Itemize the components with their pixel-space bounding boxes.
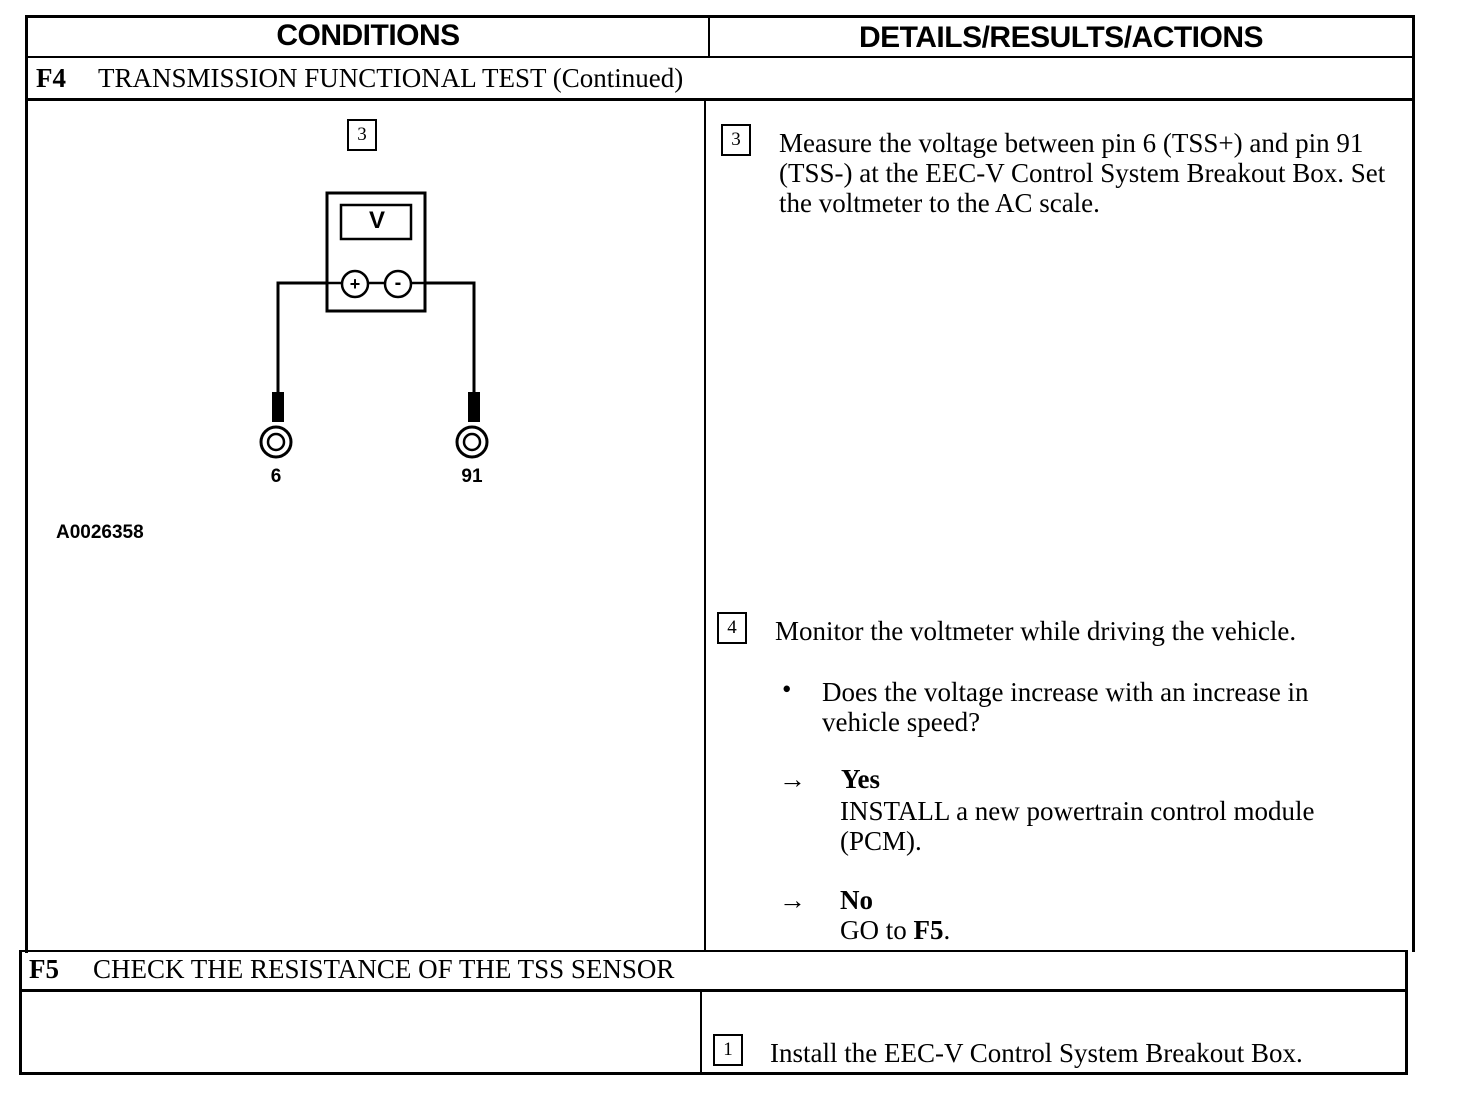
step-1-text: Install the EEC-V Control System Breakou… bbox=[770, 1038, 1303, 1068]
pin-91-label: 91 bbox=[461, 466, 483, 487]
figure-id: A0026358 bbox=[56, 522, 144, 543]
column-divider-f5 bbox=[700, 989, 702, 1075]
yes-label: Yes bbox=[841, 764, 880, 794]
probe-tip-right bbox=[468, 392, 480, 422]
table-bottom-border bbox=[19, 1072, 1407, 1075]
details-header: DETAILS/RESULTS/ACTIONS bbox=[858, 21, 1264, 54]
minus-jack bbox=[383, 269, 413, 299]
lead-wire-positive bbox=[276, 281, 327, 395]
section-f4-title-row: F4 TRANSMISSION FUNCTIONAL TEST (Continue… bbox=[36, 60, 683, 96]
plus-jack bbox=[340, 269, 370, 299]
no-label: No bbox=[840, 885, 873, 915]
section-f5-title-row: F5 CHECK THE RESISTANCE OF THE TSS SENSOR bbox=[29, 951, 674, 987]
pin-6-label: 6 bbox=[270, 466, 282, 487]
pin-terminal-left-inner bbox=[266, 432, 286, 452]
pin-terminal-right-inner bbox=[462, 432, 482, 452]
minus-symbol: - bbox=[394, 272, 402, 294]
f5-title-divider bbox=[20, 989, 1408, 992]
voltmeter-diagram bbox=[259, 191, 489, 459]
table-left-border-lower bbox=[19, 950, 22, 1075]
step-4-number: 4 bbox=[717, 612, 747, 644]
yes-arrow: → bbox=[779, 764, 806, 794]
yes-action: INSTALL a new powertrain control module … bbox=[840, 796, 1315, 856]
table-left-border bbox=[25, 15, 28, 953]
f4-title-divider bbox=[26, 98, 1414, 101]
column-divider-header bbox=[708, 15, 710, 58]
f5-top-divider bbox=[21, 950, 1408, 952]
no-action-suffix: . bbox=[943, 915, 951, 945]
step-3-number: 3 bbox=[721, 124, 751, 156]
voltmeter-display bbox=[339, 203, 413, 241]
table-top-border bbox=[28, 15, 1414, 18]
voltmeter-label: V bbox=[368, 207, 385, 234]
column-divider-f4 bbox=[704, 98, 706, 952]
step-4-question: Does the voltage increase with an increa… bbox=[822, 677, 1309, 737]
section-f4-id: F4 bbox=[36, 63, 66, 93]
table-right-border bbox=[1412, 15, 1415, 952]
no-action-ref: F5 bbox=[913, 915, 944, 945]
bullet-dot: • bbox=[782, 674, 792, 704]
step-4-text: Monitor the voltmeter while driving the … bbox=[775, 616, 1297, 646]
lead-wire-negative bbox=[425, 281, 476, 395]
section-f4-title: TRANSMISSION FUNCTIONAL TEST (Continued) bbox=[98, 63, 684, 93]
diagram-step-number: 3 bbox=[347, 119, 377, 151]
section-f5-id: F5 bbox=[29, 954, 59, 984]
step-3-text: Measure the voltage between pin 6 (TSS+)… bbox=[779, 128, 1386, 218]
no-action-prefix: GO to bbox=[840, 915, 914, 945]
header-divider bbox=[28, 56, 1414, 58]
no-arrow: → bbox=[779, 885, 806, 915]
plus-symbol: + bbox=[349, 274, 361, 294]
probe-tip-left bbox=[272, 392, 284, 422]
conditions-header: CONDITIONS bbox=[276, 19, 460, 52]
no-action: GO to F5. bbox=[840, 915, 950, 945]
section-f5-title: CHECK THE RESISTANCE OF THE TSS SENSOR bbox=[93, 954, 675, 984]
table-right-border-lower bbox=[1405, 950, 1408, 1075]
step-1-number: 1 bbox=[713, 1034, 743, 1066]
